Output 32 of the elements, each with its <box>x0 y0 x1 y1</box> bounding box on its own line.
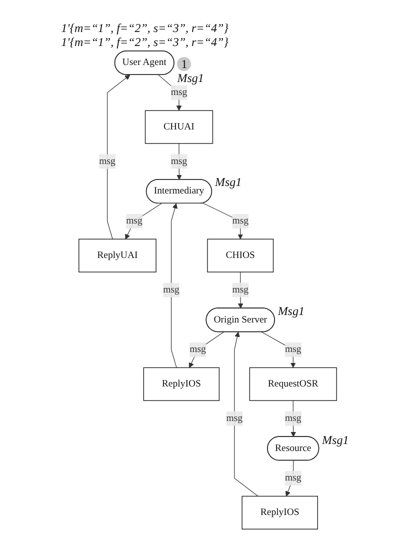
edge-label: msg <box>171 87 188 98</box>
arrow <box>286 460 294 496</box>
arrow <box>234 332 259 497</box>
arrow <box>189 332 224 368</box>
node-box: CHUAI <box>145 110 214 144</box>
edge-label: msg <box>163 284 180 295</box>
arrow <box>107 74 130 240</box>
node-box: ReplyIOS <box>242 496 318 530</box>
place-annotation: Msg1 <box>214 175 242 190</box>
marking-text: 1'{m=“1”, f=“2”, s=“3”, r=“4”} <box>61 20 228 35</box>
edge-label: msg <box>232 284 249 295</box>
edge-label: msg <box>285 413 302 424</box>
arrow <box>125 203 162 240</box>
edge-label: msg <box>99 156 116 166</box>
edge-label: msg <box>285 344 302 355</box>
node-box: RequestOSR <box>250 367 338 401</box>
place-annotation: Msg1 <box>322 432 349 447</box>
node-box: CHIOS <box>207 238 274 272</box>
edge-label: msg <box>232 216 249 226</box>
edge-label: msg <box>190 344 206 355</box>
arrow <box>171 203 178 368</box>
node-box: ReplyIOS <box>144 367 220 401</box>
edge-label: msg <box>285 472 302 484</box>
arrow <box>202 202 244 240</box>
place-annotation: Msg1 <box>278 304 304 318</box>
marking-text: 1'{m=“1”, f=“2”, s=“3”, r=“4”} <box>61 34 228 49</box>
place-annotation: Msg1 <box>177 70 204 85</box>
node-box: ReplyUAI <box>78 238 157 272</box>
edge-label: msg <box>126 216 143 226</box>
edge-label: msg <box>171 156 188 166</box>
edge-label: msg <box>226 413 243 424</box>
token-count: 1 <box>177 56 192 71</box>
